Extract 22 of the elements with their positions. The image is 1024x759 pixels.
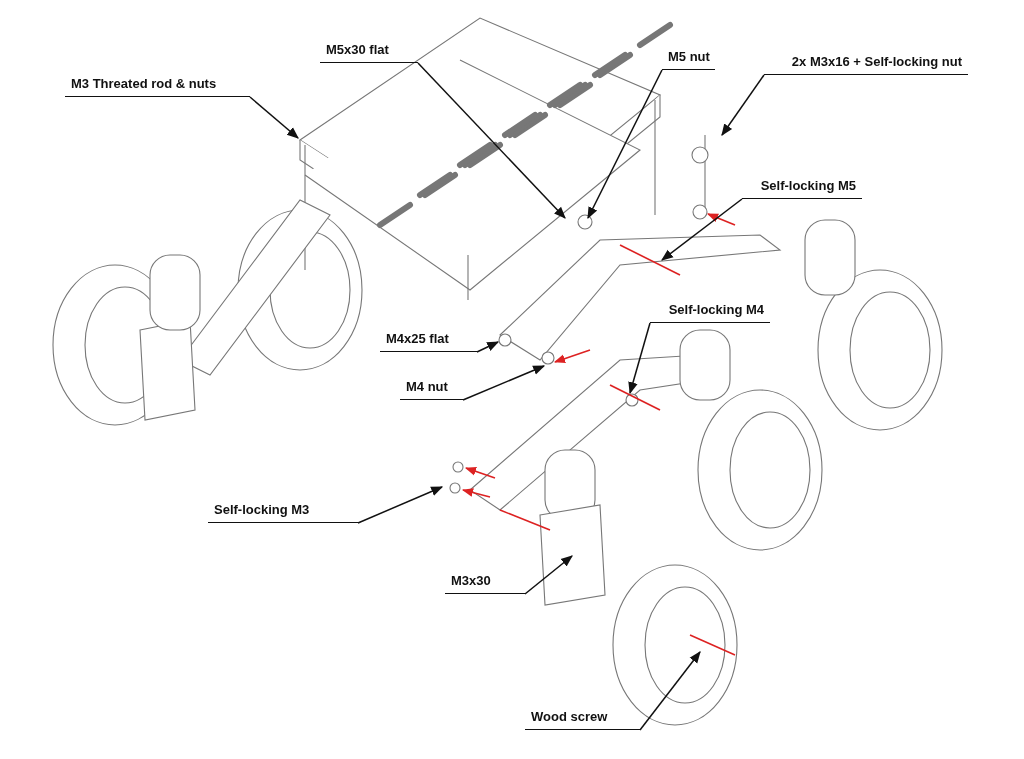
leader-line [587, 69, 663, 220]
part-label: Self-locking M5 [742, 177, 862, 199]
part-label: M5x30 flat [320, 41, 418, 63]
part-label: M3 Threated rod & nuts [65, 75, 250, 97]
part-label: Self-locking M3 [208, 501, 358, 523]
part-label: 2x M3x16 + Self-locking nut [764, 53, 968, 75]
part-label: M4x25 flat [380, 330, 477, 352]
part-label: M3x30 [445, 572, 525, 594]
part-label: M5 nut [662, 48, 715, 70]
leader-line [417, 62, 566, 219]
leader-line [249, 96, 299, 139]
leader-line [721, 74, 765, 136]
leader-line [357, 486, 444, 524]
part-label: Wood screw [525, 708, 640, 730]
leader-line [476, 341, 500, 353]
leader-line [524, 555, 573, 595]
leader-line [462, 365, 546, 401]
leader-line [628, 322, 651, 395]
part-label: M4 nut [400, 378, 463, 400]
leader-line [639, 651, 701, 731]
part-label: Self-locking M4 [650, 301, 770, 323]
leader-line [661, 198, 743, 261]
